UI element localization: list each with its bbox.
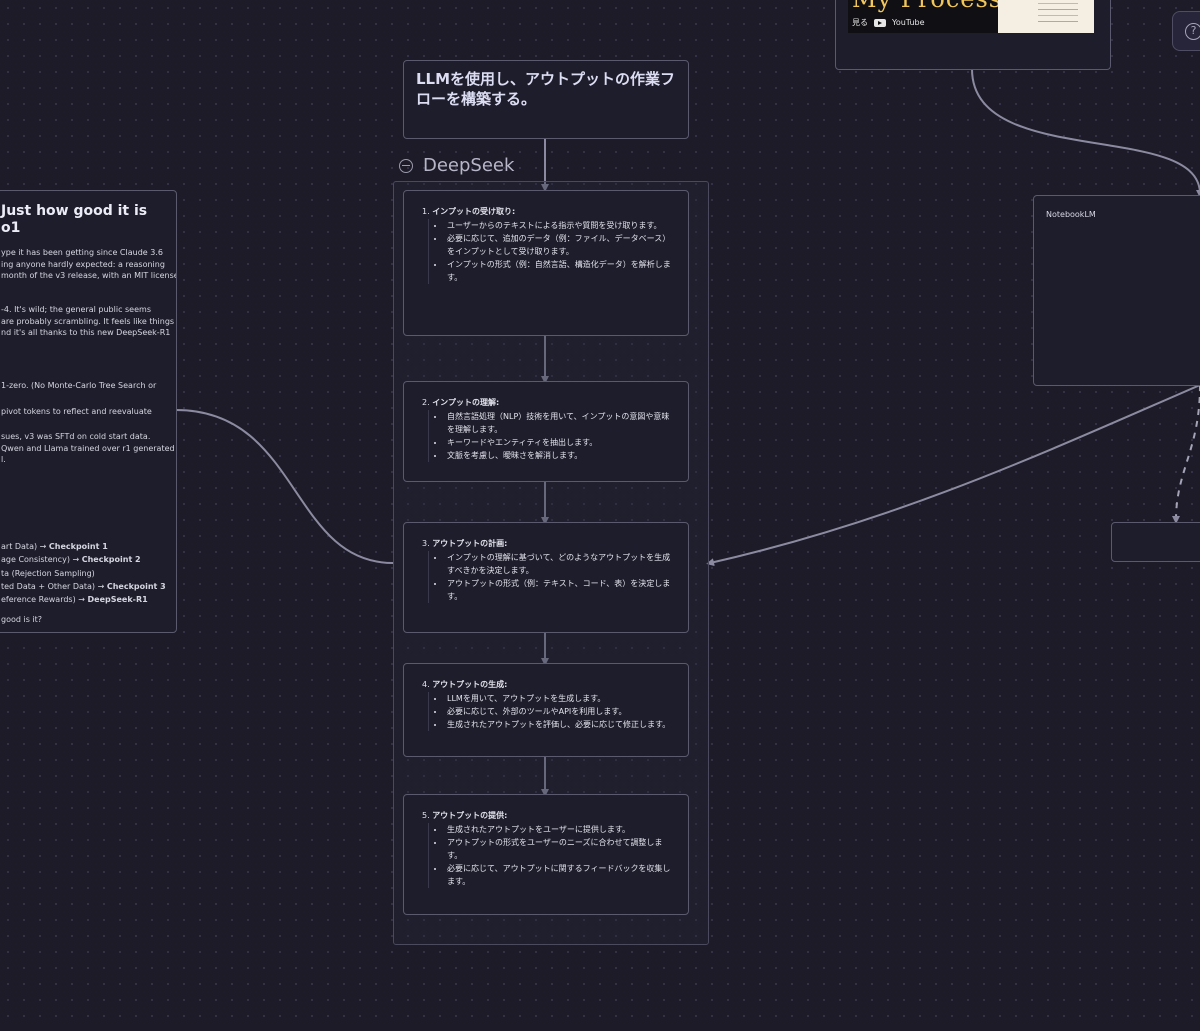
step-card-2[interactable]: 2. インプットの理解: 自然言語処理（NLP）技術を用いて、インプットの意図や… xyxy=(403,381,689,482)
minus-circle-icon[interactable] xyxy=(399,158,413,173)
watch-label: 見る xyxy=(852,18,868,27)
edge-video-to-notebook xyxy=(971,68,1200,198)
empty-node-card[interactable] xyxy=(1111,522,1200,562)
list-item: 文脈を考慮し、曖昧さを解消します。 xyxy=(445,449,672,462)
list-item: アウトプットの形式をユーザーのニーズに合わせて調整します。 xyxy=(445,836,672,862)
step-card-4[interactable]: 4. アウトプットの生成: LLMを用いて、アウトプットを生成します。 必要に応… xyxy=(403,663,689,757)
step-number: 2. xyxy=(422,398,433,407)
video-title: My Process xyxy=(852,0,1002,13)
step-item-list: インプットの理解に基づいて、どのようなアウトプットを生成すべきかを決定します。 … xyxy=(428,551,672,603)
list-item: キーワードやエンティティを抽出します。 xyxy=(445,436,672,449)
video-embed-card[interactable]: My Process 見る YouTube xyxy=(835,0,1111,70)
pipeline-line: eference Rewards) → DeepSeek-R1 xyxy=(1,595,148,605)
step-number: 5. xyxy=(422,811,433,820)
step-item-list: 生成されたアウトプットをユーザーに提供します。 アウトプットの形式をユーザーのニ… xyxy=(428,823,672,888)
watch-on-youtube-link[interactable]: 見る YouTube xyxy=(852,17,925,28)
video-thumbnail-document xyxy=(998,0,1094,33)
youtube-icon xyxy=(874,18,886,27)
list-item: LLMを用いて、アウトプットを生成します。 xyxy=(445,692,672,705)
step-heading: アウトプットの計画: xyxy=(432,539,508,548)
notebooklm-label: NotebookLM xyxy=(1046,210,1096,219)
step-number: 1. xyxy=(422,207,433,216)
list-item: インプットの形式（例：自然言語、構造化データ）を解析します。 xyxy=(445,258,672,284)
notebooklm-card[interactable]: NotebookLM xyxy=(1033,195,1200,386)
platform-label: YouTube xyxy=(892,18,925,27)
list-item: 自然言語処理（NLP）技術を用いて、インプットの意図や意味を理解します。 xyxy=(445,410,672,436)
article-paragraph: -4. It's wild; the general public seems … xyxy=(1,305,175,337)
pipeline-line: art Data) → Checkpoint 1 xyxy=(1,542,108,551)
article-paragraph: 1-zero. (No Monte-Carlo Tree Search or xyxy=(1,381,157,390)
step-item-list: 自然言語処理（NLP）技術を用いて、インプットの意図や意味を理解します。 キーワ… xyxy=(428,410,672,462)
list-item: 生成されたアウトプットをユーザーに提供します。 xyxy=(445,823,672,836)
title-card-text: LLMを使用し、アウトプットの作業フローを構築する。 xyxy=(416,70,676,108)
step-card-5[interactable]: 5. アウトプットの提供: 生成されたアウトプットをユーザーに提供します。 アウ… xyxy=(403,794,689,915)
list-item: ユーザーからのテキストによる指示や質問を受け取ります。 xyxy=(445,219,672,232)
group-header: DeepSeek xyxy=(399,155,514,176)
step-card-3[interactable]: 3. アウトプットの計画: インプットの理解に基づいて、どのようなアウトプットを… xyxy=(403,522,689,633)
edge-left-card-to-group xyxy=(175,409,394,564)
article-paragraph: pivot tokens to reflect and reevaluate xyxy=(1,407,152,416)
step-item-list: LLMを用いて、アウトプットを生成します。 必要に応じて、外部のツールやAPIを… xyxy=(428,692,672,731)
list-item: インプットの理解に基づいて、どのようなアウトプットを生成すべきかを決定します。 xyxy=(445,551,672,577)
list-item: アウトプットの形式（例：テキスト、コード、表）を決定します。 xyxy=(445,577,672,603)
step-number: 4. xyxy=(422,680,433,689)
list-item: 必要に応じて、アウトプットに関するフィードバックを収集します。 xyxy=(445,862,672,888)
article-paragraph: ype it has been getting since Claude 3.6… xyxy=(1,248,177,280)
step-card-1[interactable]: 1. インプットの受け取り: ユーザーからのテキストによる指示や質問を受け取りま… xyxy=(403,190,689,336)
pipeline-list: art Data) → Checkpoint 1 age Consistency… xyxy=(1,540,166,606)
help-button[interactable]: ? xyxy=(1172,11,1200,51)
pipeline-line: ta (Rejection Sampling) xyxy=(1,568,95,578)
article-title: Just how good it is o1 xyxy=(1,203,148,236)
article-paragraph: sues, v3 was SFTd on cold start data. Qw… xyxy=(1,432,175,464)
group-title[interactable]: DeepSeek xyxy=(423,155,515,176)
list-item: 必要に応じて、追加のデータ（例：ファイル、データベース）をインプットとして受け取… xyxy=(445,232,672,258)
step-number: 3. xyxy=(422,539,433,548)
video-thumbnail[interactable]: My Process 見る YouTube xyxy=(848,0,1094,33)
step-heading: アウトプットの生成: xyxy=(432,680,508,689)
list-item: 生成されたアウトプットを評価し、必要に応じて修正します。 xyxy=(445,718,672,731)
step-heading: インプットの理解: xyxy=(432,398,500,407)
list-item: 必要に応じて、外部のツールやAPIを利用します。 xyxy=(445,705,672,718)
step-item-list: ユーザーからのテキストによる指示や質問を受け取ります。 必要に応じて、追加のデー… xyxy=(428,219,672,284)
step-heading: インプットの受け取り: xyxy=(432,207,516,216)
title-card[interactable]: LLMを使用し、アウトプットの作業フローを構築する。 xyxy=(403,60,689,139)
article-card[interactable]: Just how good it is o1 ype it has been g… xyxy=(0,190,177,633)
help-icon: ? xyxy=(1185,23,1200,40)
pipeline-line: ted Data + Other Data) → Checkpoint 3 xyxy=(1,581,166,591)
step-heading: アウトプットの提供: xyxy=(432,811,508,820)
pipeline-line: age Consistency) → Checkpoint 2 xyxy=(1,555,141,565)
edge-notebook-dashed xyxy=(1172,384,1200,524)
article-closing: good is it? xyxy=(1,615,43,624)
